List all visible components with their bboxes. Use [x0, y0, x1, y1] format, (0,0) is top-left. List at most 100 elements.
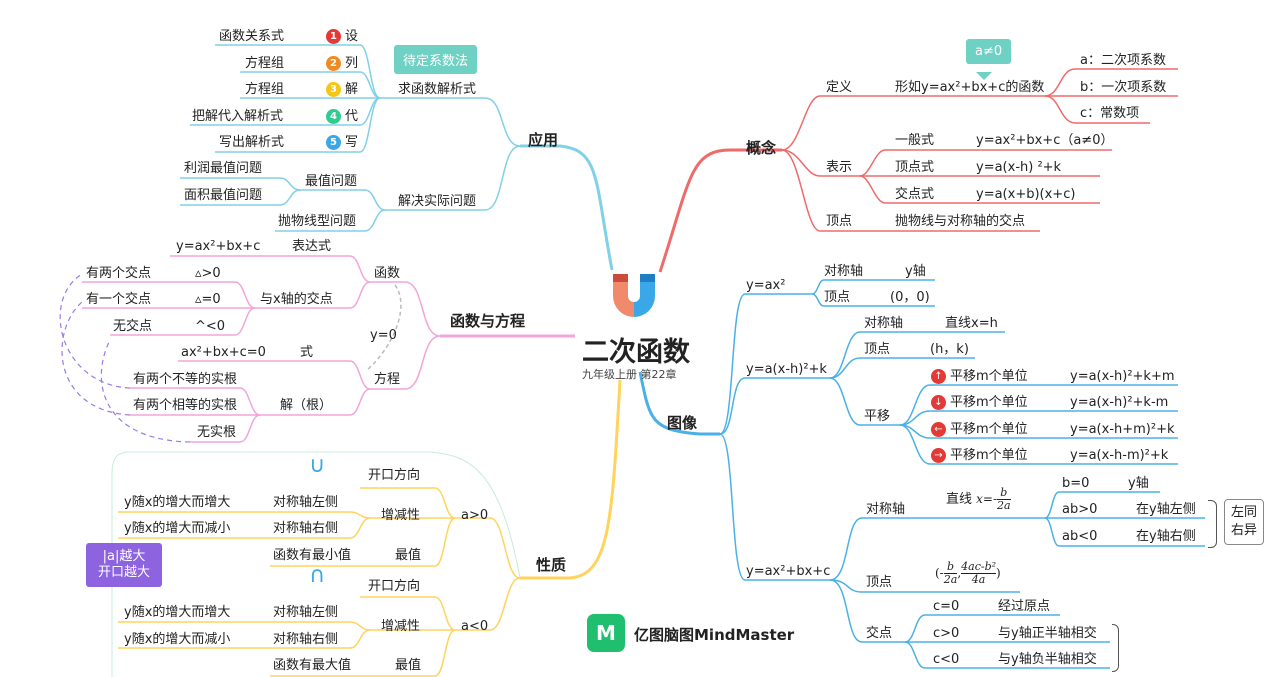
dec-2[interactable]: y随x的增大而减小 [124, 632, 231, 647]
area-problem[interactable]: 面积最值问题 [184, 188, 263, 203]
shift-up-f[interactable]: y=a(x-h)²+k+m [1070, 369, 1175, 384]
cond-c0-v[interactable]: 经过原点 [998, 599, 1051, 614]
mono[interactable]: 增减性 [381, 508, 421, 523]
shift-left-f[interactable]: y=a(x-h+m)²+k [1070, 422, 1175, 437]
concept-general[interactable]: 一般式 [895, 133, 935, 148]
graph-g2-axis[interactable]: 对称轴 [864, 316, 904, 331]
max-min-problems[interactable]: 最值问题 [305, 174, 358, 189]
graph-g2-vertex-v[interactable]: (h，k) [930, 342, 969, 357]
func-label[interactable]: 函数 [374, 266, 401, 281]
step-4-key[interactable]: 代 [345, 109, 359, 124]
shift-down[interactable]: 平移m个单位 [950, 395, 1028, 410]
graph-g1-vertex[interactable]: 顶点 [824, 290, 851, 305]
right-side[interactable]: 对称轴右侧 [273, 521, 339, 536]
no-intersection[interactable]: 无交点 [113, 319, 153, 334]
branch-graph[interactable]: 图像 [667, 414, 698, 432]
inc-2[interactable]: y随x的增大而增大 [124, 605, 231, 620]
concept-vertex-form-f[interactable]: y=a(x-h) ²+k [976, 160, 1062, 175]
shift-up[interactable]: 平移m个单位 [950, 369, 1028, 384]
concept-vertex[interactable]: 顶点 [826, 214, 853, 229]
branch-application[interactable]: 应用 [528, 131, 559, 149]
concept-vertex-form[interactable]: 顶点式 [895, 160, 935, 175]
shift-right-f[interactable]: y=a(x-h-m)²+k [1070, 448, 1169, 463]
two-roots[interactable]: 有两个不等的实根 [133, 372, 238, 387]
no-roots[interactable]: 无实根 [197, 425, 237, 440]
graph-g2-shift[interactable]: 平移 [864, 409, 891, 424]
expr-formula[interactable]: y=ax²+bx+c [176, 239, 261, 254]
concept-vertex-def[interactable]: 抛物线与对称轴的交点 [895, 214, 1026, 229]
cond-b0-v[interactable]: y轴 [1128, 476, 1149, 491]
concept-def[interactable]: 定义 [826, 80, 853, 95]
branch-func-eq[interactable]: 函数与方程 [450, 312, 526, 330]
branch-concept[interactable]: 概念 [746, 139, 777, 157]
graph-g2-vertex[interactable]: 顶点 [864, 342, 891, 357]
cond-cpos-v[interactable]: 与y轴正半轴相交 [998, 626, 1097, 641]
inc[interactable]: y随x的增大而增大 [124, 495, 231, 510]
step-2-key[interactable]: 列 [345, 56, 359, 71]
solve-problems[interactable]: 解决实际问题 [398, 194, 477, 209]
a-neg[interactable]: a<0 [461, 619, 489, 634]
shift-right[interactable]: 平移m个单位 [950, 448, 1028, 463]
x-axis-intersection[interactable]: 与x轴的交点 [260, 292, 333, 307]
step-4[interactable]: 把解代入解析式 [192, 109, 284, 124]
equation-form[interactable]: 式 [300, 345, 314, 360]
projectile-problem[interactable]: 抛物线型问题 [278, 214, 357, 229]
step-1[interactable]: 函数关系式 [219, 29, 285, 44]
right-side-2[interactable]: 对称轴右侧 [273, 632, 339, 647]
expr-label[interactable]: 表达式 [292, 239, 332, 254]
cond-b0[interactable]: b=0 [1062, 476, 1090, 491]
find-expr[interactable]: 求函数解析式 [398, 82, 477, 97]
step-5-key[interactable]: 写 [345, 135, 359, 150]
concept-rep[interactable]: 表示 [826, 160, 853, 175]
open-dir-2[interactable]: 开口方向 [368, 579, 421, 594]
two-intersections[interactable]: 有两个交点 [86, 266, 152, 281]
left-side-2[interactable]: 对称轴左侧 [273, 605, 339, 620]
rule-box[interactable]: 左同 右异 [1224, 499, 1265, 545]
concept-b[interactable]: b：一次项系数 [1080, 80, 1167, 95]
equal-roots[interactable]: 有两个相等的实根 [133, 398, 238, 413]
delta-neg[interactable]: ^<0 [195, 319, 226, 334]
step-2[interactable]: 方程组 [245, 56, 285, 71]
branch-property[interactable]: 性质 [536, 556, 567, 574]
graph-g2-axis-v[interactable]: 直线x=h [945, 316, 998, 331]
cond-cneg[interactable]: c<0 [933, 652, 960, 667]
graph-g2[interactable]: y=a(x-h)²+k [746, 362, 827, 377]
dec[interactable]: y随x的增大而减小 [124, 521, 231, 536]
concept-a[interactable]: a：二次项系数 [1080, 53, 1166, 68]
delta-pos[interactable]: ▵>0 [195, 266, 221, 281]
graph-g1[interactable]: y=ax² [746, 278, 786, 293]
graph-g3-axis[interactable]: 对称轴 [866, 502, 906, 517]
graph-g1-vertex-v[interactable]: (0，0) [890, 290, 930, 305]
open-dir[interactable]: 开口方向 [368, 468, 421, 483]
step-3-key[interactable]: 解 [345, 82, 359, 97]
cond-abneg[interactable]: ab<0 [1062, 529, 1098, 544]
shift-left[interactable]: 平移m个单位 [950, 422, 1028, 437]
left-side[interactable]: 对称轴左侧 [273, 495, 339, 510]
cond-cpos[interactable]: c>0 [933, 626, 960, 641]
step-1-key[interactable]: 设 [345, 29, 359, 44]
solution-roots[interactable]: 解（根） [280, 398, 333, 413]
one-intersection[interactable]: 有一个交点 [86, 292, 152, 307]
step-5[interactable]: 写出解析式 [219, 135, 285, 150]
extreme[interactable]: 最值 [395, 548, 422, 563]
concept-def-text[interactable]: 形如y=ax²+bx+c的函数 [895, 80, 1045, 95]
shift-down-f[interactable]: y=a(x-h)²+k-m [1070, 395, 1169, 410]
concept-general-f[interactable]: y=ax²+bx+c（a≠0） [976, 133, 1114, 148]
equation-label[interactable]: 方程 [374, 372, 401, 387]
cond-abneg-v[interactable]: 在y轴右侧 [1136, 529, 1196, 544]
concept-intercept-form-f[interactable]: y=a(x+b)(x+c) [976, 187, 1076, 202]
mono-2[interactable]: 增减性 [381, 619, 421, 634]
max-value[interactable]: 函数有最大值 [273, 658, 352, 673]
cond-abpos-v[interactable]: 在y轴左侧 [1136, 502, 1196, 517]
min-value[interactable]: 函数有最小值 [273, 548, 352, 563]
step-3[interactable]: 方程组 [245, 82, 285, 97]
cond-abpos[interactable]: ab>0 [1062, 502, 1098, 517]
profit-problem[interactable]: 利润最值问题 [184, 161, 263, 176]
equation-formula[interactable]: ax²+bx+c=0 [181, 345, 266, 360]
graph-g3-int[interactable]: 交点 [866, 626, 893, 641]
graph-g1-axis-v[interactable]: y轴 [905, 264, 926, 279]
cond-c0[interactable]: c=0 [933, 599, 960, 614]
a-pos[interactable]: a>0 [461, 508, 489, 523]
